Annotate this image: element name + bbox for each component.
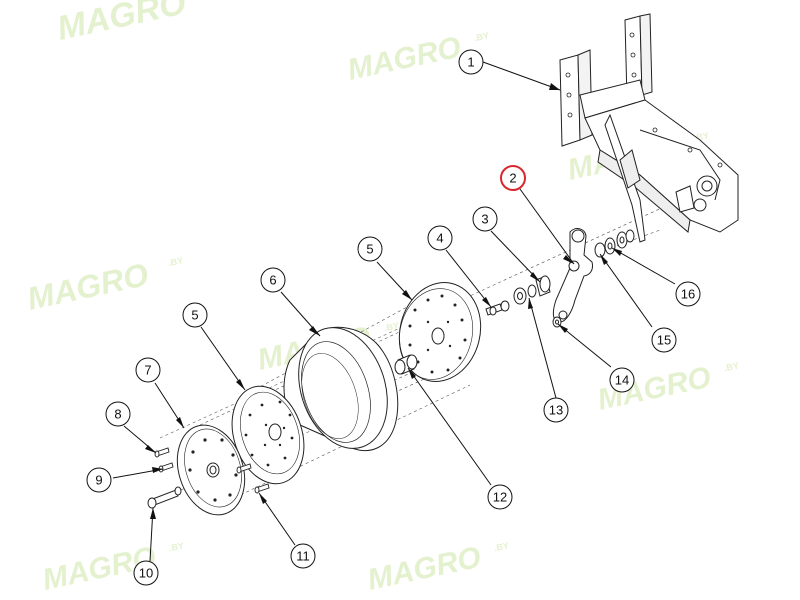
spacer-tube — [394, 354, 418, 375]
leader-lines — [112, 61, 676, 562]
svg-text:MAGRO: MAGRO — [24, 256, 152, 317]
leader-arrowheads — [145, 83, 622, 519]
svg-text:12: 12 — [493, 490, 507, 505]
svg-text:11: 11 — [296, 549, 310, 564]
svg-text:4: 4 — [436, 231, 443, 246]
tire — [283, 326, 399, 452]
svg-text:MAGRO: MAGRO — [365, 541, 484, 597]
callout-11: 11 — [290, 543, 316, 569]
callout-14: 14 — [609, 367, 635, 393]
svg-text:MAGRO: MAGRO — [345, 31, 464, 87]
svg-text:.BY: .BY — [493, 540, 510, 553]
bolt — [485, 300, 510, 316]
svg-text:1: 1 — [467, 55, 474, 70]
washer-set — [594, 229, 635, 258]
screw — [158, 462, 174, 473]
svg-text:.BY: .BY — [383, 320, 400, 333]
svg-text:MAGRO: MAGRO — [595, 361, 714, 417]
screw — [236, 463, 252, 474]
callout-12: 12 — [487, 484, 513, 510]
callout-3: 3 — [472, 206, 498, 232]
callout-6: 6 — [260, 267, 286, 293]
crank-arm — [552, 228, 593, 323]
axle-bolt — [147, 486, 182, 509]
svg-text:.BY: .BY — [473, 30, 490, 43]
frame-bracket — [559, 13, 739, 243]
bushing — [535, 275, 551, 297]
svg-text:15: 15 — [657, 333, 671, 348]
svg-text:5: 5 — [191, 308, 198, 323]
svg-text:3: 3 — [481, 212, 488, 227]
watermark: MAGRO .BY — [54, 0, 189, 48]
svg-text:16: 16 — [681, 287, 695, 302]
callout-7: 7 — [135, 357, 161, 383]
callout-5-outer-disc: 5 — [182, 302, 208, 328]
callout-8: 8 — [105, 401, 131, 427]
callout-9: 9 — [86, 467, 112, 493]
watermark: MAGRO .BY — [40, 540, 185, 597]
washer — [513, 284, 537, 305]
watermark: MAGRO .BY — [365, 540, 510, 597]
callout-5-inner-disc: 5 — [357, 236, 383, 262]
svg-text:2: 2 — [509, 171, 516, 186]
callout-10: 10 — [133, 560, 159, 586]
screw — [154, 447, 170, 458]
callout-15: 15 — [651, 327, 677, 353]
svg-text:8: 8 — [114, 407, 121, 422]
outer-wheel-disc — [231, 385, 305, 485]
svg-text:7: 7 — [144, 363, 151, 378]
svg-text:10: 10 — [139, 566, 153, 581]
screw — [254, 483, 270, 494]
svg-text:9: 9 — [95, 473, 102, 488]
callout-4: 4 — [427, 225, 453, 251]
svg-text:MAGRO: MAGRO — [54, 0, 189, 48]
callout-2-highlighted: 2 — [500, 165, 526, 191]
watermark: MAGRO .BY — [24, 255, 184, 317]
svg-text:5: 5 — [366, 242, 373, 257]
callout-1: 1 — [458, 49, 484, 75]
svg-text:6: 6 — [269, 273, 276, 288]
svg-text:.BY: .BY — [168, 540, 185, 553]
svg-text:14: 14 — [615, 373, 629, 388]
svg-text:13: 13 — [549, 403, 563, 418]
svg-text:.BY: .BY — [167, 255, 184, 268]
callout-16: 16 — [675, 281, 701, 307]
svg-text:.BY: .BY — [723, 360, 740, 373]
callout-13: 13 — [543, 397, 569, 423]
inner-wheel-disc — [398, 282, 482, 382]
hub-cap-plate — [176, 424, 246, 516]
